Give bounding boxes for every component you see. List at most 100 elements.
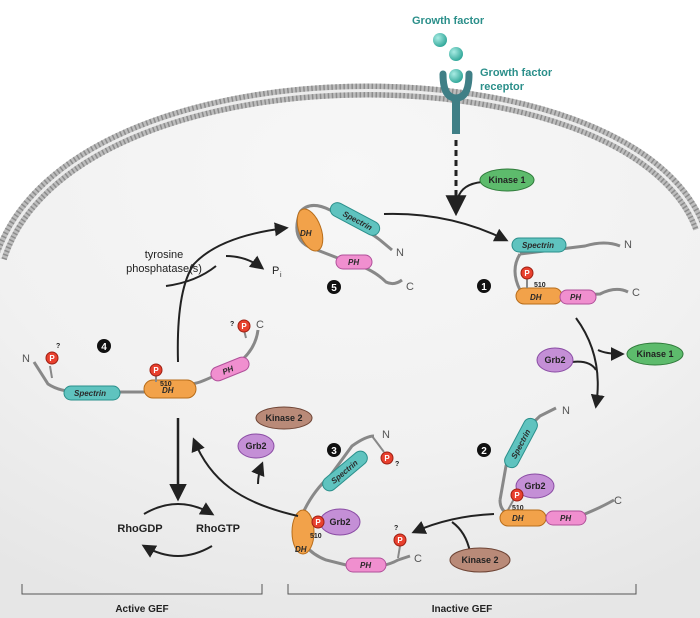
active-gef-label: Active GEF: [115, 604, 168, 615]
ph-label: PH: [348, 258, 359, 267]
grb2-node: [515, 473, 555, 499]
growth-factor-label: Growth factor: [412, 15, 485, 27]
arrow-1-to-2: [575, 317, 605, 409]
inactive-gef-bracket: [287, 584, 637, 595]
growth-factor-particles: [433, 33, 463, 83]
phosphatase-input-line: [165, 265, 217, 287]
step-4-number: 4: [101, 342, 107, 353]
inactive-gef-label: Inactive GEF: [432, 604, 493, 615]
phospho-icon: [520, 266, 534, 280]
dh-label: DH: [530, 293, 542, 302]
n-terminus: N: [382, 429, 390, 441]
step-2-badge: [477, 443, 491, 457]
gdp-to-gtp-arrow: [143, 502, 215, 516]
active-gef-bracket: [21, 584, 263, 595]
pi-subscript: i: [280, 272, 282, 279]
cell-interior: [0, 91, 700, 618]
spectrin-domain: [329, 202, 381, 236]
arrow-4-to-5: [176, 222, 289, 363]
grb2-label: Grb2: [524, 481, 545, 491]
grb2-label: Grb2: [544, 355, 565, 365]
gtp-to-gdp-arrow: [141, 544, 213, 558]
ph-domain: [345, 557, 387, 573]
dh-domain: [143, 379, 197, 399]
phospho-label: P: [241, 322, 247, 331]
phospho-label: P: [384, 454, 390, 463]
spectrin-label: Spectrin: [74, 389, 106, 398]
grb2-label: Grb2: [245, 441, 266, 451]
step-1-number: 1: [481, 282, 487, 293]
phospho-unknown-label: ?: [230, 321, 234, 328]
ph-domain: [559, 289, 597, 305]
phospho-site-label: 510: [310, 533, 322, 540]
step-3-number: 3: [331, 446, 337, 457]
kinase2-node: [449, 547, 511, 573]
rhogdp-label: RhoGDP: [117, 523, 162, 535]
phospho-unknown-label: ?: [56, 343, 60, 350]
phospho-label: P: [315, 518, 321, 527]
kinase1-input-line: [457, 181, 483, 199]
rhogtp-label: RhoGTP: [196, 523, 240, 535]
step-1-badge: [477, 279, 491, 293]
dh-domain: [291, 509, 315, 555]
n-terminus: N: [624, 239, 632, 251]
arrow-2-to-3: [411, 513, 495, 534]
spectrin-label: Spectrin: [522, 241, 554, 250]
phosphatase-label-line2: phosphatase(s): [126, 263, 202, 275]
phospho-label: P: [49, 354, 55, 363]
phospho-icon: [149, 363, 163, 377]
ph-domain: [210, 356, 250, 382]
release-arrow: [251, 461, 265, 485]
phospho-site-label: 510: [160, 381, 172, 388]
phospho-label: P: [153, 366, 159, 375]
grb2-node: [536, 347, 574, 373]
phospho-icon: [393, 533, 407, 547]
dh-domain: [296, 208, 324, 252]
c-terminus: C: [406, 281, 414, 293]
phospho-icon: [237, 319, 251, 333]
c-terminus: C: [256, 319, 264, 331]
dh-label: DH: [295, 545, 307, 554]
membrane-core: [0, 89, 700, 259]
ph-label: PH: [360, 561, 371, 570]
ph-label: PH: [221, 364, 235, 377]
ph-domain: [545, 510, 587, 526]
phosphatase-label-line1: tyrosine: [145, 249, 184, 261]
phospho-unknown-label: ?: [395, 461, 399, 468]
phospho-unknown-label: ?: [394, 525, 398, 532]
grb2-input-line: [571, 360, 597, 371]
growth-factor-icon: [433, 33, 447, 47]
phospho-icon: [311, 515, 325, 529]
step-3-badge: [327, 443, 341, 457]
ph-label: PH: [560, 514, 571, 523]
gef-state-3: Spectrin DH Grb2 P 510 PH P ? P ? N C: [291, 429, 422, 573]
n-terminus: N: [22, 353, 30, 365]
step-4-badge: [97, 339, 111, 353]
grb2-node: [237, 433, 275, 459]
receptor-label-line2: receptor: [480, 81, 525, 93]
kinase2-label: Kinase 2: [461, 555, 498, 565]
kinase2-label: Kinase 2: [265, 413, 302, 423]
phospho-site-label: 510: [534, 282, 546, 289]
kinase1-label: Kinase 1: [636, 349, 673, 359]
kinase2-node: [255, 406, 313, 430]
phospho-label: P: [397, 536, 403, 545]
pi-release-arrow: [225, 255, 265, 270]
arrow-3-to-4-branch: [229, 487, 299, 517]
spectrin-domain: [504, 417, 538, 469]
kinase1-node: [626, 342, 684, 366]
ph-label: PH: [570, 293, 581, 302]
c-terminus: C: [414, 553, 422, 565]
gef-state-1: Spectrin DH PH P 510 N C: [511, 237, 640, 305]
phospho-label: P: [524, 269, 530, 278]
kinase1-label: Kinase 1: [488, 175, 525, 185]
phospho-icon: [510, 488, 524, 502]
c-terminus: C: [632, 287, 640, 299]
n-terminus: N: [562, 405, 570, 417]
arrow-3-to-4: [191, 437, 231, 489]
ph-domain: [335, 254, 373, 270]
dh-label: DH: [300, 229, 312, 238]
spectrin-domain: [322, 450, 368, 492]
